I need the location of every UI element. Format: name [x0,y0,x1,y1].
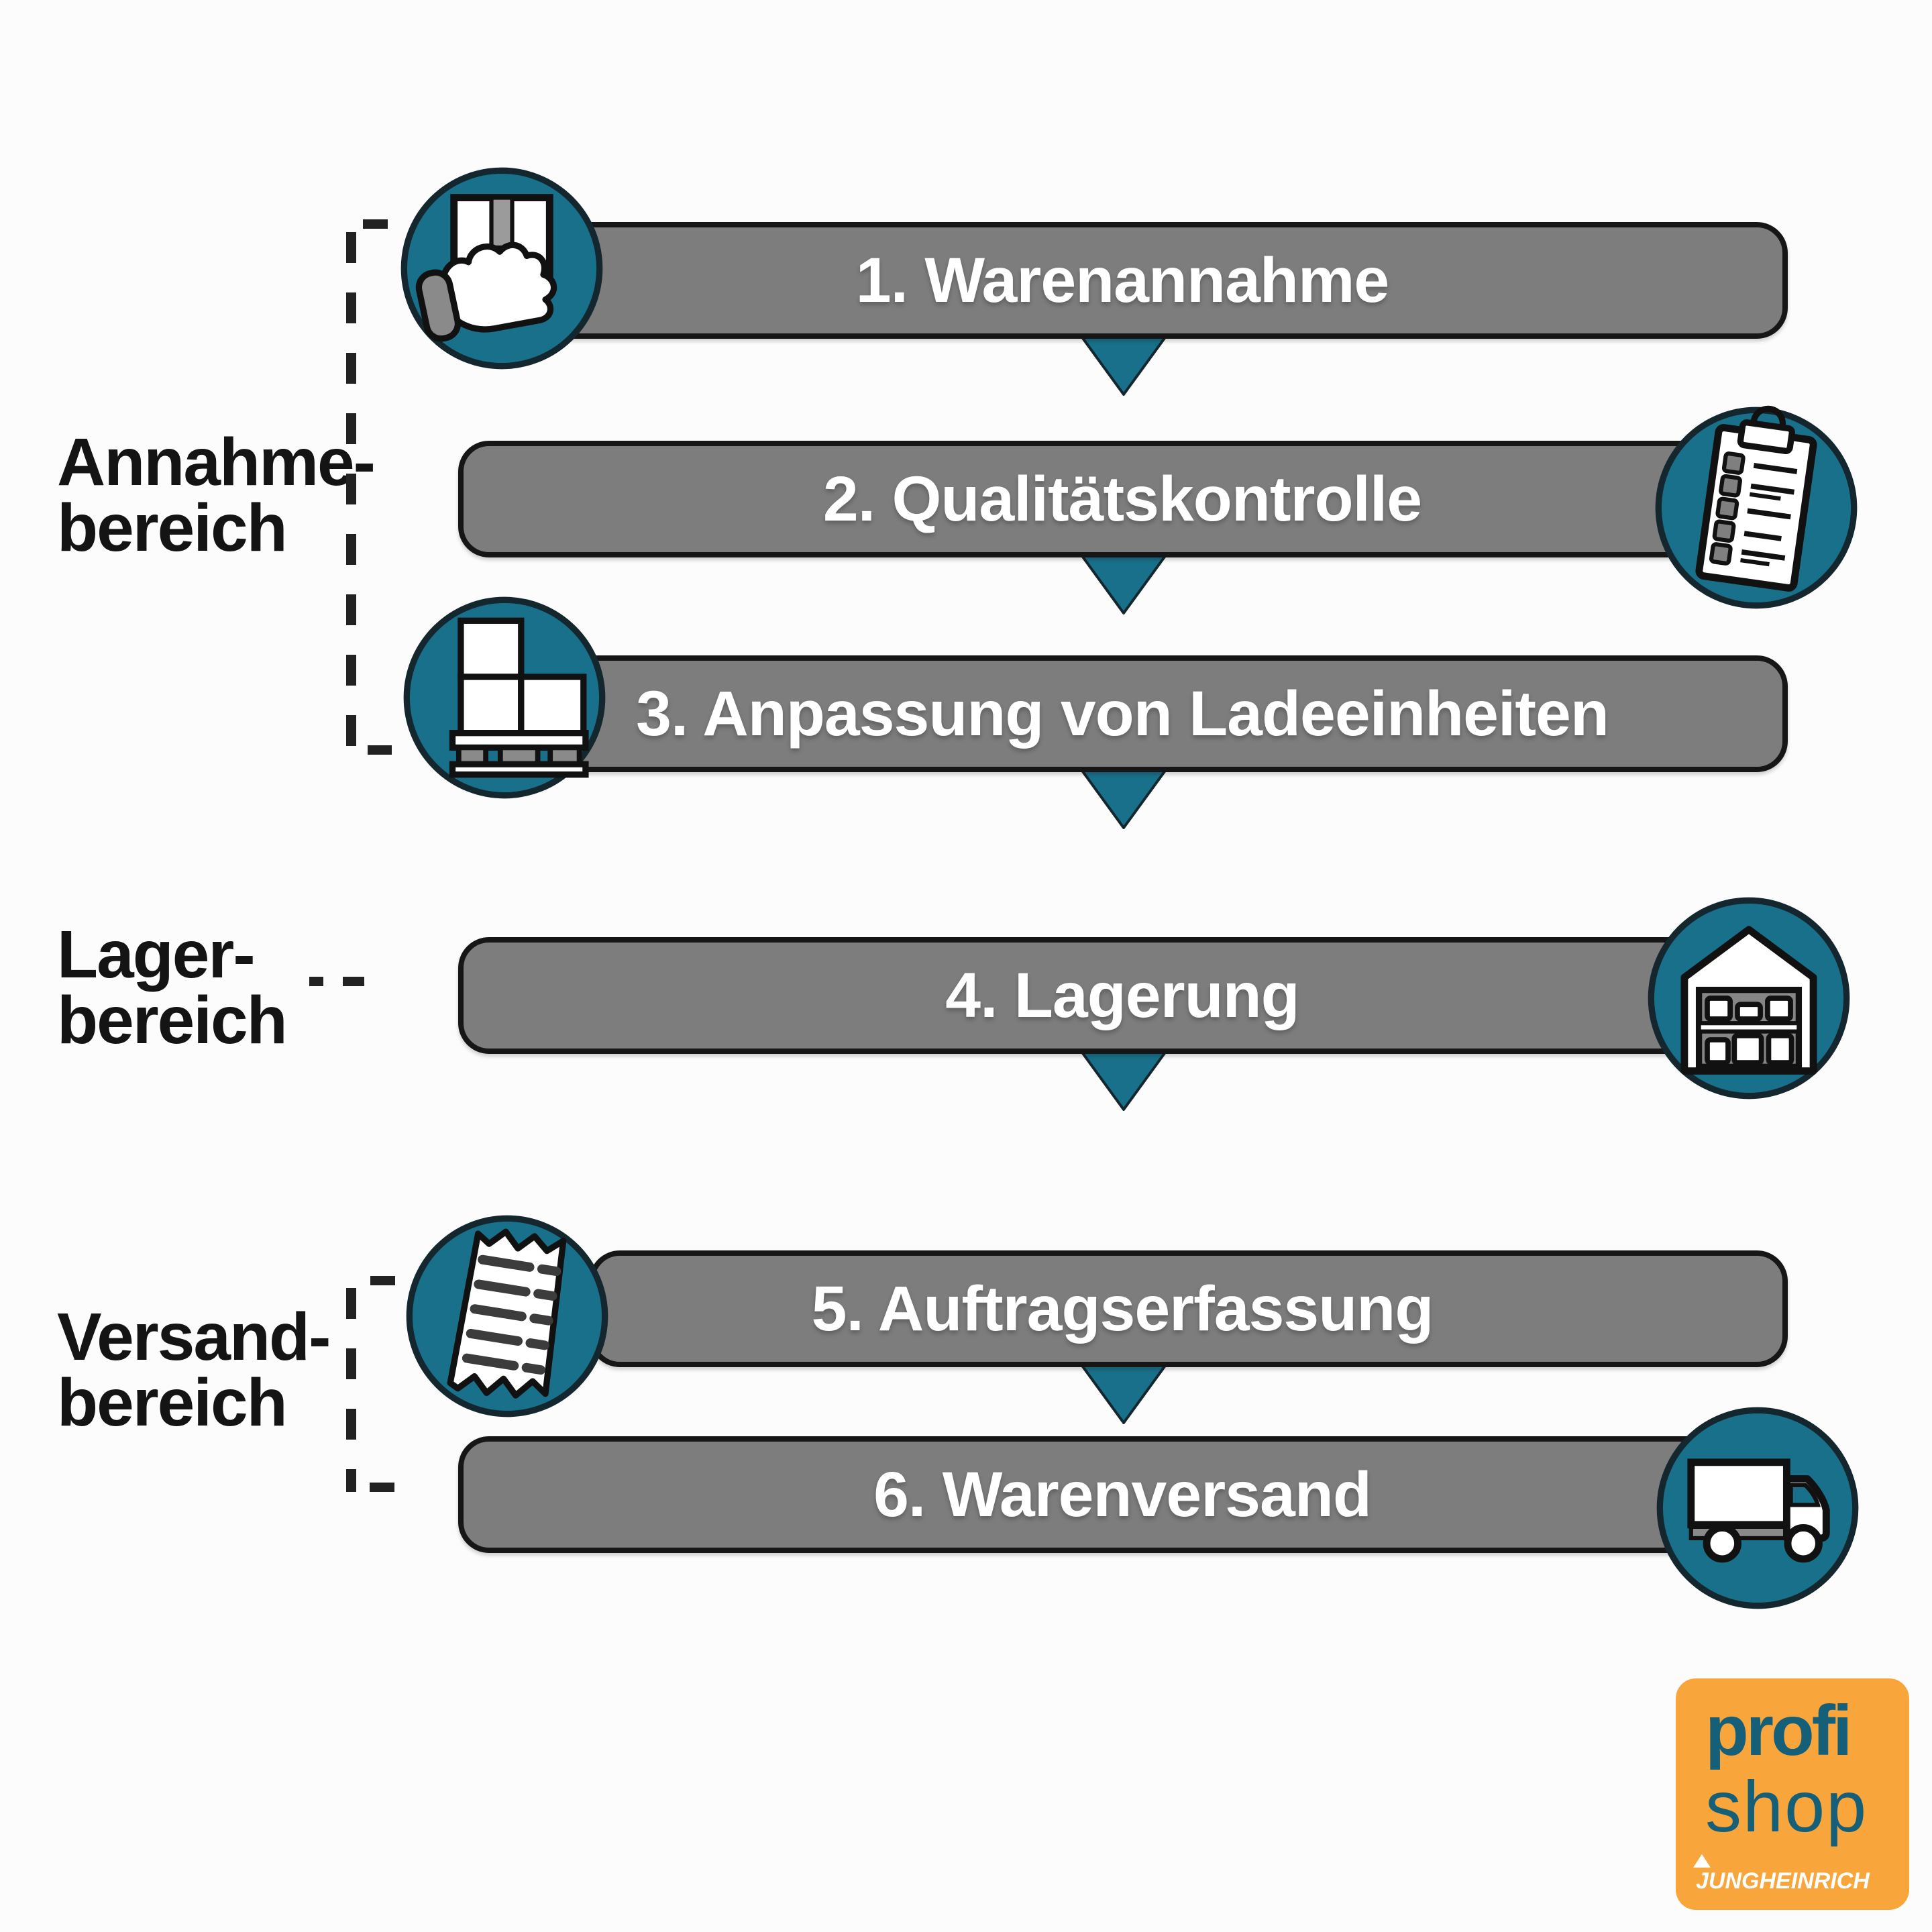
lager-dash-2 [343,977,364,986]
annahme-bracket-line [346,232,356,757]
step-label-1: 1. Warenannahme [855,244,1390,316]
step-bar-3 [466,655,1788,772]
down-arrow-1 [1079,334,1168,396]
order-receipt-icon [403,1212,611,1420]
step-label-6: 6. Warenversand [873,1458,1372,1530]
down-arrow-3 [1079,767,1168,829]
step-bar-4 [458,937,1786,1054]
versand-bracket-line [346,1288,356,1492]
logo-profi-text: profi [1705,1691,1852,1770]
down-arrow-5 [1079,1362,1168,1424]
step-label-3: 3. Anpassung von Ladeeinheiten [636,678,1609,749]
step-label-5: 5. Auftragserfassung [811,1273,1434,1344]
delivery-truck-icon [1654,1404,1862,1612]
step-label-2: 2. Qualitätskontrolle [822,463,1422,535]
jungheinrich-arrow-icon [1693,1854,1711,1868]
logo-brand-text: JUNGHEINRICH [1696,1868,1870,1894]
area-label-lagerbereich: Lager- bereich [57,917,288,1058]
versand-bracket-top-dash [370,1276,395,1285]
lager-dash-1 [309,977,323,986]
down-arrow-4 [1079,1049,1168,1111]
step-bar-5 [589,1250,1788,1367]
versand-bracket-bottom-dash [370,1483,394,1492]
checklist-clipboard-icon [1652,404,1860,612]
step-bar-1 [466,222,1788,339]
area-label-annahmebereich: Annahme- bereich [57,425,376,566]
profishop-logo: profi shop JUNGHEINRICH [1676,1678,1909,1910]
warehouse-shelving-icon [1645,894,1853,1102]
step-bar-2 [458,441,1786,557]
area-label-versandbereich: Versand- bereich [57,1299,331,1440]
logo-shop-text: shop [1705,1766,1868,1847]
step-bar-6 [458,1436,1786,1553]
pallet-with-boxes-icon [400,594,608,802]
down-arrow-2 [1079,553,1168,614]
annahme-bracket-bottom-dash [368,745,392,755]
hand-receiving-box-icon [398,164,606,372]
step-label-4: 4. Lagerung [945,959,1299,1031]
annahme-bracket-top-dash [363,219,388,229]
